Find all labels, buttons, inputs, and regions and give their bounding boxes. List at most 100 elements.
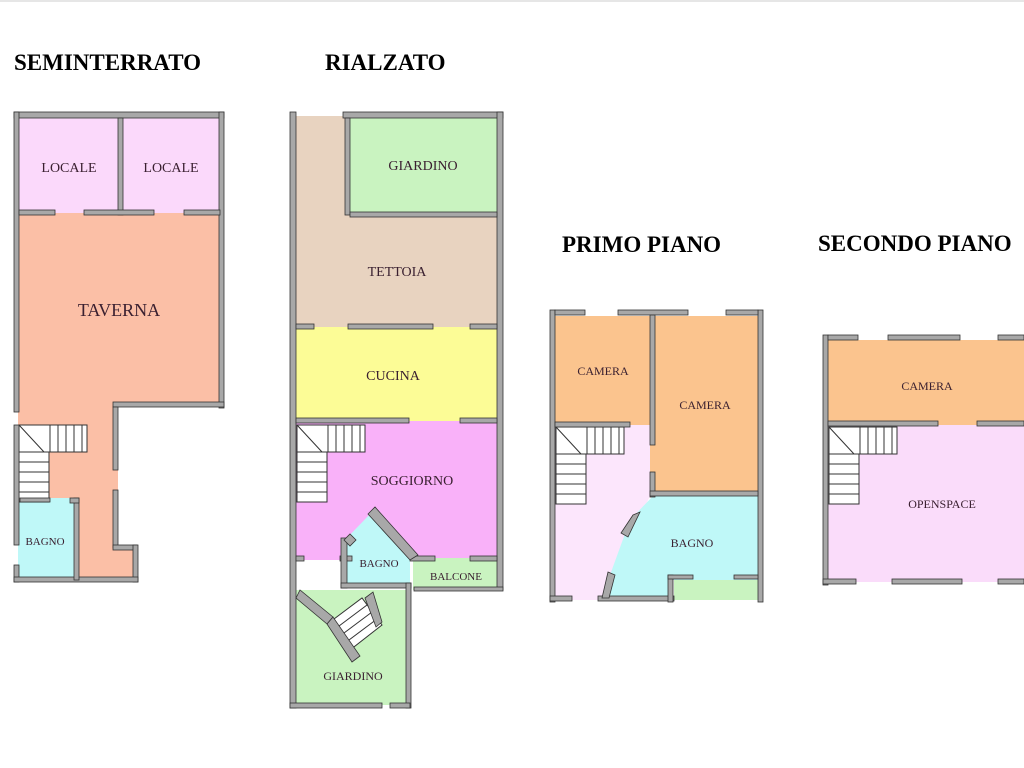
- wall: [295, 417, 410, 424]
- wall: [413, 586, 504, 592]
- wall: [19, 497, 51, 503]
- wall: [326, 616, 361, 663]
- wall: [349, 211, 498, 218]
- title-rialzato: RIALZATO: [325, 50, 446, 75]
- wall: [340, 537, 348, 589]
- wall: [112, 401, 225, 408]
- wall: [347, 323, 434, 330]
- room-label-bagno: BAGNO: [671, 536, 714, 550]
- room-label-openspace: OPENSPACE: [908, 497, 976, 511]
- wall: [997, 334, 1024, 341]
- wall: [976, 420, 1024, 427]
- wall: [822, 334, 829, 586]
- wall: [891, 578, 963, 585]
- wall: [601, 571, 616, 599]
- room-camera: [828, 340, 1024, 425]
- wall: [469, 323, 498, 330]
- stairs: [296, 424, 366, 503]
- title-secondo-piano: SECONDO PIANO: [818, 231, 1012, 256]
- wall: [827, 334, 859, 341]
- wall: [757, 309, 764, 603]
- room-cucina: [296, 327, 497, 421]
- wall: [459, 417, 498, 424]
- title-seminterrato: SEMINTERRATO: [14, 50, 201, 75]
- room-camera: [650, 316, 758, 493]
- wall: [649, 471, 656, 498]
- wall: [117, 117, 124, 216]
- room-label-camera: CAMERA: [679, 398, 731, 412]
- wall: [18, 209, 56, 216]
- wall: [112, 489, 119, 549]
- room-label-bagno: BAGNO: [25, 536, 64, 548]
- wall: [295, 323, 315, 330]
- room-label-camera: CAMERA: [901, 379, 953, 393]
- wall: [364, 591, 383, 628]
- wall: [83, 209, 155, 216]
- wall: [340, 582, 412, 589]
- wall: [554, 421, 631, 428]
- room-label-camera: CAMERA: [577, 364, 629, 378]
- room-label-tettoia: TETTOIA: [368, 265, 428, 280]
- title-primo-piano: PRIMO PIANO: [562, 232, 721, 257]
- wall: [549, 595, 573, 602]
- room-label-locale: LOCALE: [41, 161, 96, 176]
- room-openspace: [828, 425, 1024, 582]
- wall: [733, 574, 759, 580]
- room-balcone: [674, 580, 758, 600]
- wall: [649, 314, 656, 446]
- wall: [405, 582, 412, 709]
- room-label-cucina: CUCINA: [366, 369, 421, 384]
- wall: [597, 595, 675, 602]
- wall: [112, 406, 119, 471]
- wall: [13, 424, 20, 546]
- stairs: [18, 424, 88, 503]
- wall: [389, 702, 411, 709]
- room-bagno: [610, 496, 758, 598]
- wall: [667, 574, 694, 580]
- room-locale: [123, 118, 220, 213]
- wall: [549, 309, 556, 603]
- room-label-giardino: GIARDINO: [323, 669, 383, 683]
- stairs: [828, 426, 898, 505]
- room-label-bagno: BAGNO: [359, 558, 398, 570]
- wall: [469, 555, 498, 562]
- room-label-locale: LOCALE: [143, 161, 198, 176]
- wall: [289, 111, 297, 709]
- room-label-balcone: BALCONE: [430, 571, 482, 583]
- wall: [343, 533, 357, 547]
- wall: [887, 334, 961, 341]
- room-label-giardino: GIARDINO: [388, 159, 457, 174]
- wall: [183, 209, 221, 216]
- wall: [73, 497, 80, 581]
- wall: [554, 309, 586, 316]
- wall: [344, 117, 351, 216]
- room-label-taverna: TAVERNA: [78, 300, 160, 320]
- room-taverna: [18, 213, 220, 578]
- wall: [342, 111, 504, 119]
- wall: [13, 111, 225, 119]
- wall: [649, 490, 759, 497]
- wall: [827, 420, 939, 427]
- wall: [620, 511, 641, 538]
- wall: [218, 111, 225, 409]
- wall: [997, 578, 1024, 585]
- wall: [132, 544, 139, 583]
- wall: [13, 111, 20, 413]
- wall: [617, 309, 689, 316]
- room-bagno: [18, 498, 76, 578]
- room-label-soggiorno: SOGGIORNO: [371, 474, 453, 489]
- room-soggiorno: [296, 421, 497, 560]
- room-locale: [18, 118, 119, 213]
- wall: [496, 111, 504, 591]
- room-balcone: [413, 558, 497, 590]
- wall: [289, 702, 383, 709]
- room-giardino: [350, 118, 497, 215]
- wall: [725, 309, 759, 316]
- wall: [295, 555, 305, 562]
- room-camera: [555, 316, 650, 425]
- wall: [69, 497, 80, 504]
- room-bagno: [345, 512, 410, 583]
- stairs: [555, 426, 625, 505]
- wall: [822, 578, 857, 585]
